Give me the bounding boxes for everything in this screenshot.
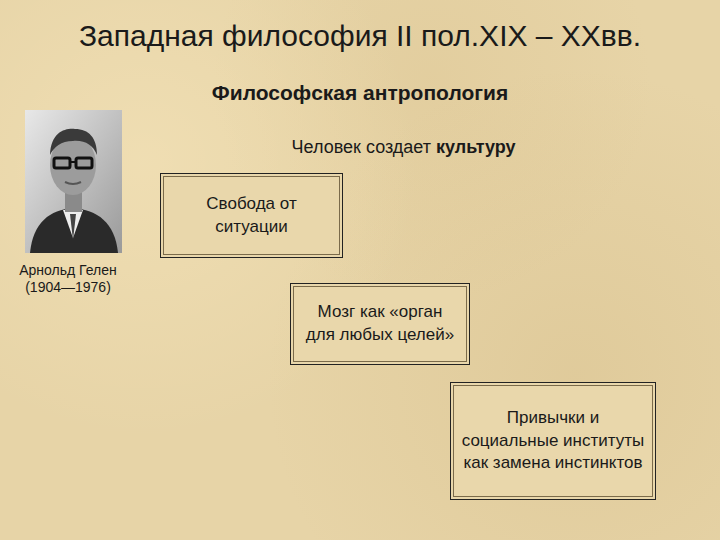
concept-box: Привычки и социальные институты как заме… <box>450 382 656 500</box>
thesis-text: Человек создает <box>292 137 431 159</box>
thesis-keyword: культуру <box>436 137 516 159</box>
concept-box: Свобода от ситуации <box>160 173 343 258</box>
box-text: Мозг как «орган для любых целей» <box>301 301 459 347</box>
subtitle: Философская антропология <box>120 80 600 105</box>
portrait-photo <box>25 110 122 253</box>
box-text: Свобода от ситуации <box>171 193 332 239</box>
portrait-caption: Арнольд Гелен (1904—1976) <box>6 262 130 296</box>
concept-box: Мозг как «орган для любых целей» <box>290 283 470 365</box>
slide-title: Западная философия II пол.XIX – XXвв. <box>8 18 712 54</box>
box-text: Привычки и социальные институты как заме… <box>461 407 645 476</box>
